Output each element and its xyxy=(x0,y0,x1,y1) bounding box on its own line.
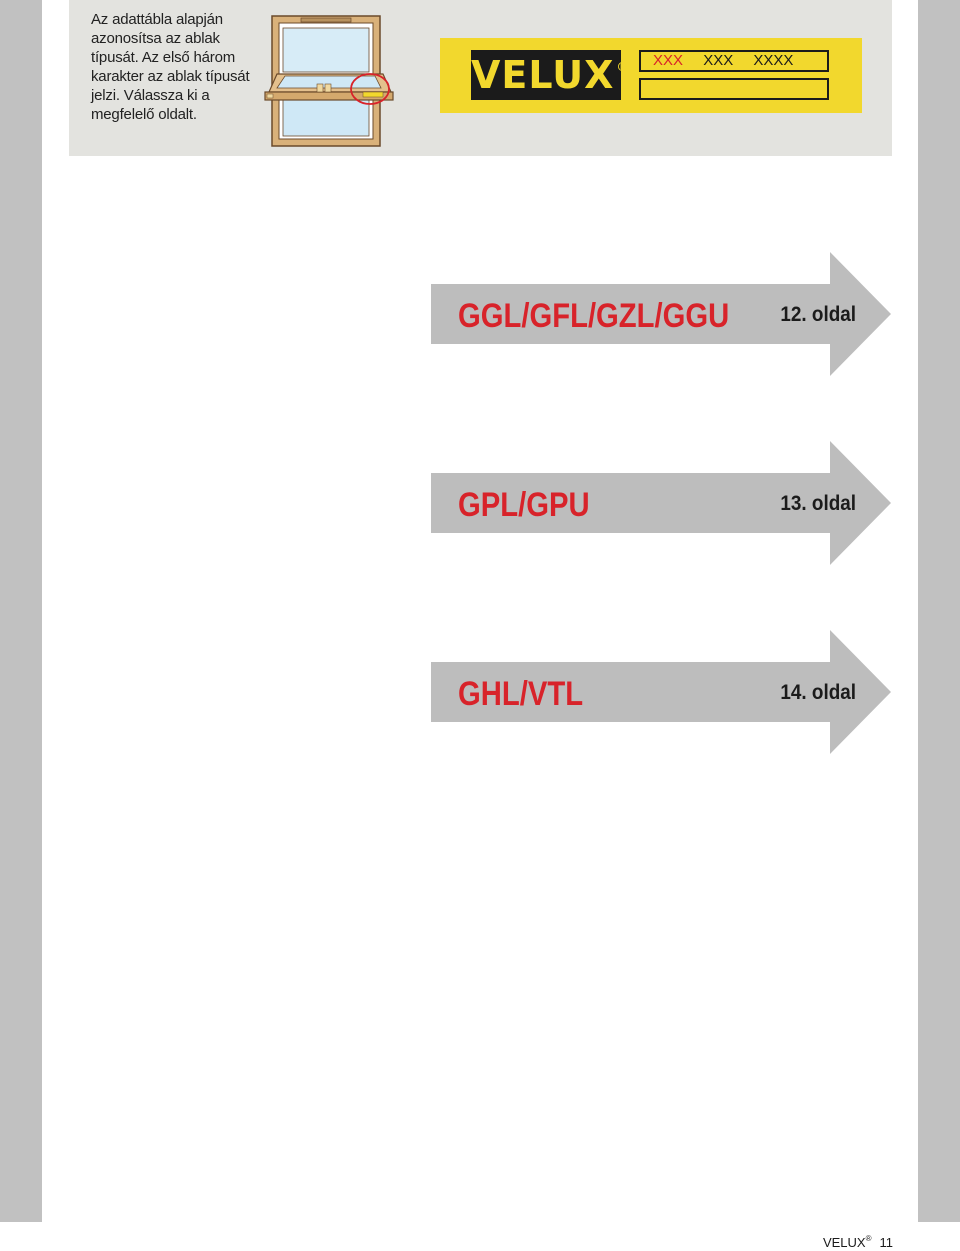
type-code-box: XXX XXX XXXX xyxy=(639,50,829,72)
page-reference: 12. oldal xyxy=(780,303,856,326)
velux-data-plate: VELUX® XXX XXX XXXX xyxy=(440,38,862,113)
arrow-gpl-gpu[interactable]: GPL/GPU 13. oldal xyxy=(431,441,891,565)
info-panel: Az adattábla alapján azonosítsa az ablak… xyxy=(69,0,892,156)
type-code-part: XXX xyxy=(653,52,684,69)
footer-brand: VELUX xyxy=(822,1235,866,1250)
window-type-label: GHL/VTL xyxy=(458,675,584,713)
velux-logo-reg-mark: ® xyxy=(616,60,630,74)
arrow-shape xyxy=(431,441,891,565)
arrow-shape xyxy=(431,252,891,376)
velux-logo: VELUX® xyxy=(471,50,628,100)
left-margin-bar xyxy=(0,0,42,1222)
arrow-shape xyxy=(431,630,891,754)
arrow-ggl-gfl-gzl-ggu[interactable]: GGL/GFL/GZL/GGU 12. oldal xyxy=(431,252,891,376)
window-type-label: GGL/GFL/GZL/GGU xyxy=(458,297,730,335)
right-margin-bar xyxy=(918,0,960,1222)
instruction-text: Az adattábla alapján azonosítsa az ablak… xyxy=(91,11,250,123)
window-type-label: GPL/GPU xyxy=(458,486,590,524)
page-reference: 14. oldal xyxy=(780,681,856,704)
page-reference: 13. oldal xyxy=(780,492,856,515)
empty-code-box xyxy=(639,78,829,100)
page-footer: VELUX® 11 xyxy=(822,1234,894,1250)
arrow-ghl-vtl[interactable]: GHL/VTL 14. oldal xyxy=(431,630,891,754)
size-code-part: XXX xyxy=(703,52,734,69)
roof-window-illustration xyxy=(264,15,394,147)
footer-reg-mark: ® xyxy=(865,1234,872,1243)
serial-code-part: XXXX xyxy=(753,52,794,69)
velux-logo-text: VELUX xyxy=(471,53,615,97)
page-number: 11 xyxy=(879,1235,894,1250)
